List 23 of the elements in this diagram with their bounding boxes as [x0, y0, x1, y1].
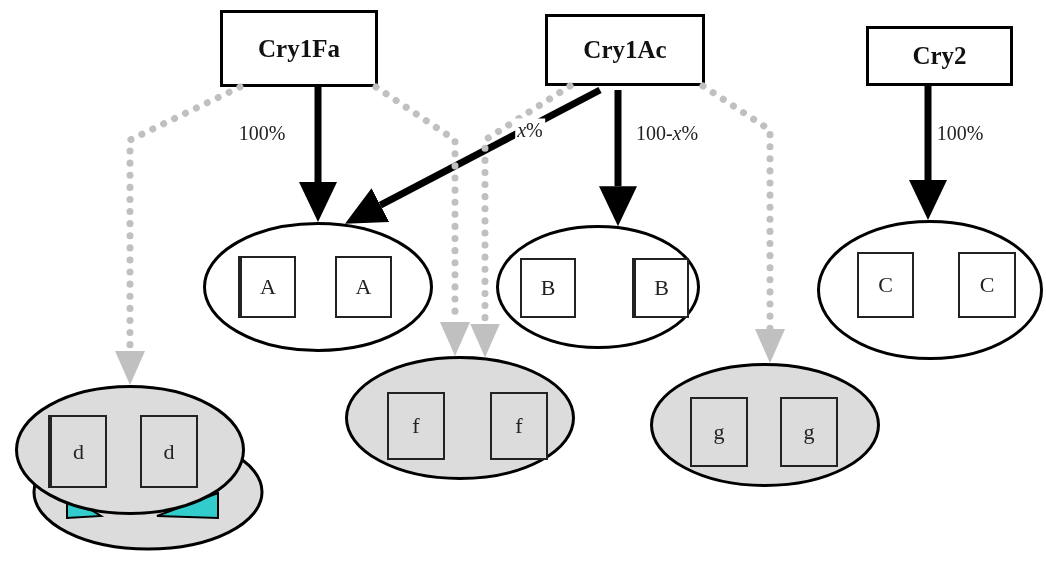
- arrow: [115, 83, 244, 385]
- receptor-letter: B: [520, 258, 576, 318]
- arrow: [699, 82, 785, 364]
- protein-label: Cry2: [866, 26, 1013, 86]
- receptor-letter: g: [780, 397, 838, 467]
- arrow: [470, 82, 574, 358]
- receptor-letter: d: [140, 415, 198, 488]
- receptor-letter: C: [857, 252, 914, 318]
- receptor-letter: f: [387, 392, 445, 460]
- arrow: [299, 87, 337, 222]
- receptor-letter: g: [690, 397, 748, 467]
- arrow: [372, 83, 470, 357]
- receptor-letter: f: [490, 392, 548, 460]
- arrow: [345, 86, 602, 224]
- receptor-letter: A: [335, 256, 392, 318]
- arrow: [909, 86, 947, 220]
- protein-label: Cry1Fa: [220, 10, 378, 87]
- receptor-letter: A: [238, 256, 296, 318]
- receptor-letter: C: [958, 252, 1016, 318]
- receptor-letter: B: [632, 258, 689, 318]
- receptor-letter: d: [48, 415, 107, 488]
- protein-label: Cry1Ac: [545, 14, 705, 86]
- edge-label: x%: [515, 118, 545, 142]
